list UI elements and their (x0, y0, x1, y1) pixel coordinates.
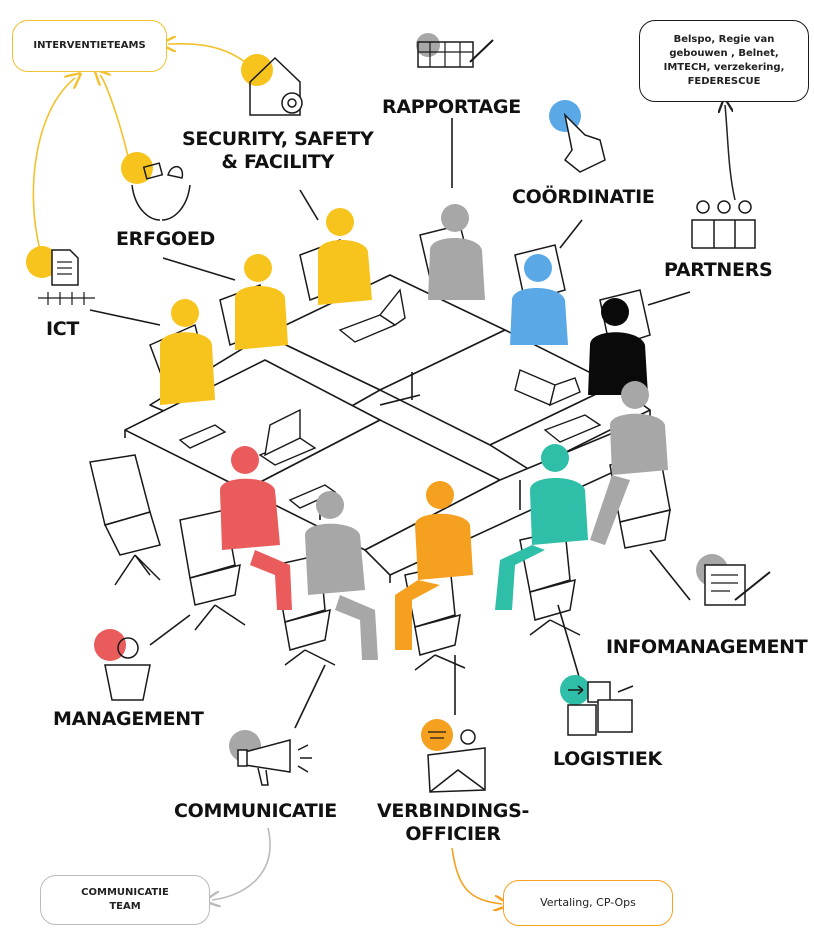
label-infomanagement: INFOMANAGEMENT (606, 636, 808, 658)
person-communicatie (305, 491, 378, 660)
document-network-icon (26, 246, 95, 305)
partners-list-box: Belspo, Regie van gebouwen , Belnet, IMT… (639, 20, 809, 102)
people (160, 204, 668, 660)
label-erfgoed: ERFGOED (116, 228, 215, 250)
label-security: SECURITY, SAFETY & FACILITY (182, 128, 374, 173)
person-partners (588, 298, 648, 395)
verbindings-target-box: Vertaling, CP-Ops (503, 880, 673, 926)
person-ict (160, 299, 215, 405)
report-pen-icon (416, 33, 494, 68)
person-verbindingsofficier (395, 481, 473, 650)
laptops (178, 288, 602, 509)
people-group-icon (691, 200, 756, 249)
label-communicatie: COMMUNICATIE (174, 800, 337, 822)
megaphone-icon (229, 730, 312, 786)
label-ict: ICT (46, 318, 80, 340)
boxes-icon (560, 675, 634, 736)
liaison-letter-icon (421, 719, 486, 793)
interventieteams-box: INTERVENTIETEAMS (12, 20, 167, 72)
person-infomanagement (590, 381, 668, 545)
partners-list-line-2: gebouwen , Belnet, (669, 48, 779, 59)
partners-list-line-4: FEDERESCUE (687, 76, 761, 87)
partners-list-line-3: IMTECH, verzekering, (663, 62, 785, 73)
house-gear-icon (241, 54, 303, 116)
pointer-lines (89, 118, 691, 729)
hands-heritage-icon (121, 152, 191, 221)
role-icons (26, 33, 771, 793)
person-logistiek (495, 444, 588, 610)
label-management: MANAGEMENT (53, 708, 204, 730)
person-erfgoed (235, 254, 288, 350)
label-coordinatie: COÖRDINATIE (512, 186, 655, 208)
interventieteams-label: INTERVENTIETEAMS (33, 40, 146, 51)
hand-pointer-icon (549, 100, 606, 173)
label-partners: PARTNERS (664, 259, 773, 281)
connector-arrows (32, 44, 736, 904)
communicatie-team-line-2: TEAM (109, 901, 141, 912)
partners-list-line-1: Belspo, Regie van (673, 34, 775, 45)
verbindings-target-label: Vertaling, CP-Ops (540, 896, 636, 909)
person-rapportage (428, 204, 485, 300)
communicatie-team-line-1: COMMUNICATIE (81, 887, 169, 898)
person-management (220, 446, 292, 610)
document-pen-icon (696, 554, 771, 606)
label-verbindingsofficier: VERBINDINGS- OFFICIER (377, 800, 530, 845)
person-security (318, 208, 372, 305)
person-coordinatie (510, 254, 568, 345)
label-logistiek: LOGISTIEK (553, 748, 662, 770)
communicatie-team-box: COMMUNICATIE TEAM (40, 875, 210, 925)
podium-speaker-icon (94, 629, 151, 701)
label-rapportage: RAPPORTAGE (382, 96, 521, 118)
